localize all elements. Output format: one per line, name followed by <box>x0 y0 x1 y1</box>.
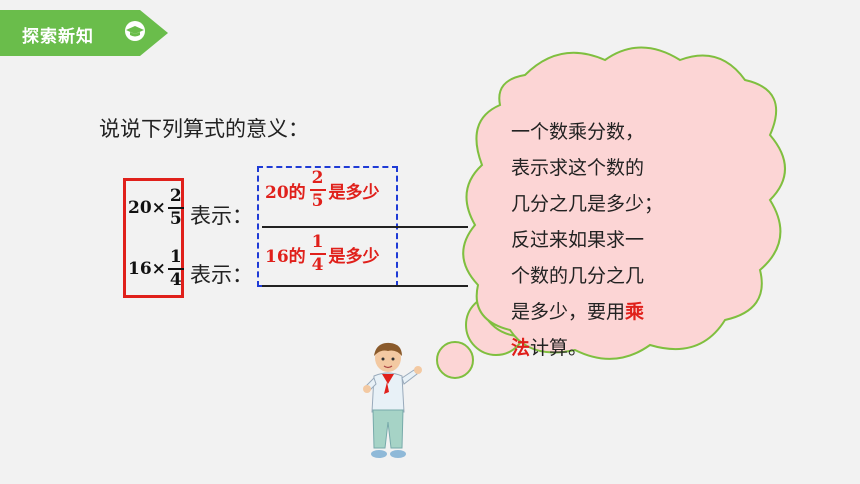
cloud-line: 法计算。 <box>511 330 696 366</box>
cloud-line: 是多少，要用乘 <box>511 294 696 330</box>
cloud-line: 一个数乘分数， <box>511 121 645 143</box>
answer-2: 16的 1 4 是多少 <box>265 234 380 274</box>
cloud-line: 反过来如果求一 <box>511 229 645 251</box>
fraction-numerator: 1 <box>169 247 182 267</box>
answer-fraction: 2 5 <box>309 168 326 211</box>
highlight-multiplication: 乘 <box>625 301 645 323</box>
cloud-line: 个数的几分之几 <box>511 265 645 287</box>
times-sign: × <box>151 259 166 279</box>
cloud-line: 几分之几是多少； <box>511 193 664 215</box>
answer-suffix: 是多少 <box>328 182 380 203</box>
expression-1: 20 × 2 5 <box>128 188 184 228</box>
answer-underline <box>262 226 468 228</box>
answer-prefix: 16的 <box>265 246 306 267</box>
fraction-numerator: 2 <box>169 186 182 206</box>
fraction: 1 4 <box>167 247 184 290</box>
fraction: 2 5 <box>167 186 184 229</box>
fraction-numerator: 1 <box>311 232 324 252</box>
answer-1: 20的 2 5 是多少 <box>265 170 380 210</box>
answer-fraction: 1 4 <box>309 232 326 275</box>
question-prompt: 说说下列算式的意义： <box>99 117 309 141</box>
fraction-denominator: 5 <box>167 207 184 229</box>
times-sign: × <box>151 198 166 218</box>
fraction-denominator: 5 <box>309 189 326 211</box>
expression-2: 16 × 1 4 <box>128 249 184 289</box>
answer-underline <box>262 285 468 287</box>
highlight-method: 法 <box>511 337 531 359</box>
section-banner <box>0 10 168 56</box>
cloud-line-text: 是多少，要用 <box>511 301 626 323</box>
expression-whole: 16 <box>128 259 152 279</box>
boy-illustration <box>363 342 422 458</box>
cloud-line: 表示求这个数的 <box>511 157 645 179</box>
answer-prefix: 20的 <box>265 182 306 203</box>
cloud-line-text: 计算。 <box>530 337 588 359</box>
fraction-denominator: 4 <box>309 253 326 275</box>
meaning-label: 表示： <box>190 263 253 287</box>
fraction-numerator: 2 <box>311 168 324 188</box>
cloud-text: 一个数乘分数， 表示求这个数的 几分之几是多少； 反过来如果求一 个数的几分之几… <box>511 114 696 366</box>
graduation-cap-icon <box>125 21 145 41</box>
answer-suffix: 是多少 <box>328 246 380 267</box>
fraction-denominator: 4 <box>167 268 184 290</box>
expression-whole: 20 <box>128 198 152 218</box>
section-title: 探索新知 <box>22 27 94 47</box>
meaning-label: 表示： <box>190 204 253 228</box>
expression-box <box>123 178 184 298</box>
